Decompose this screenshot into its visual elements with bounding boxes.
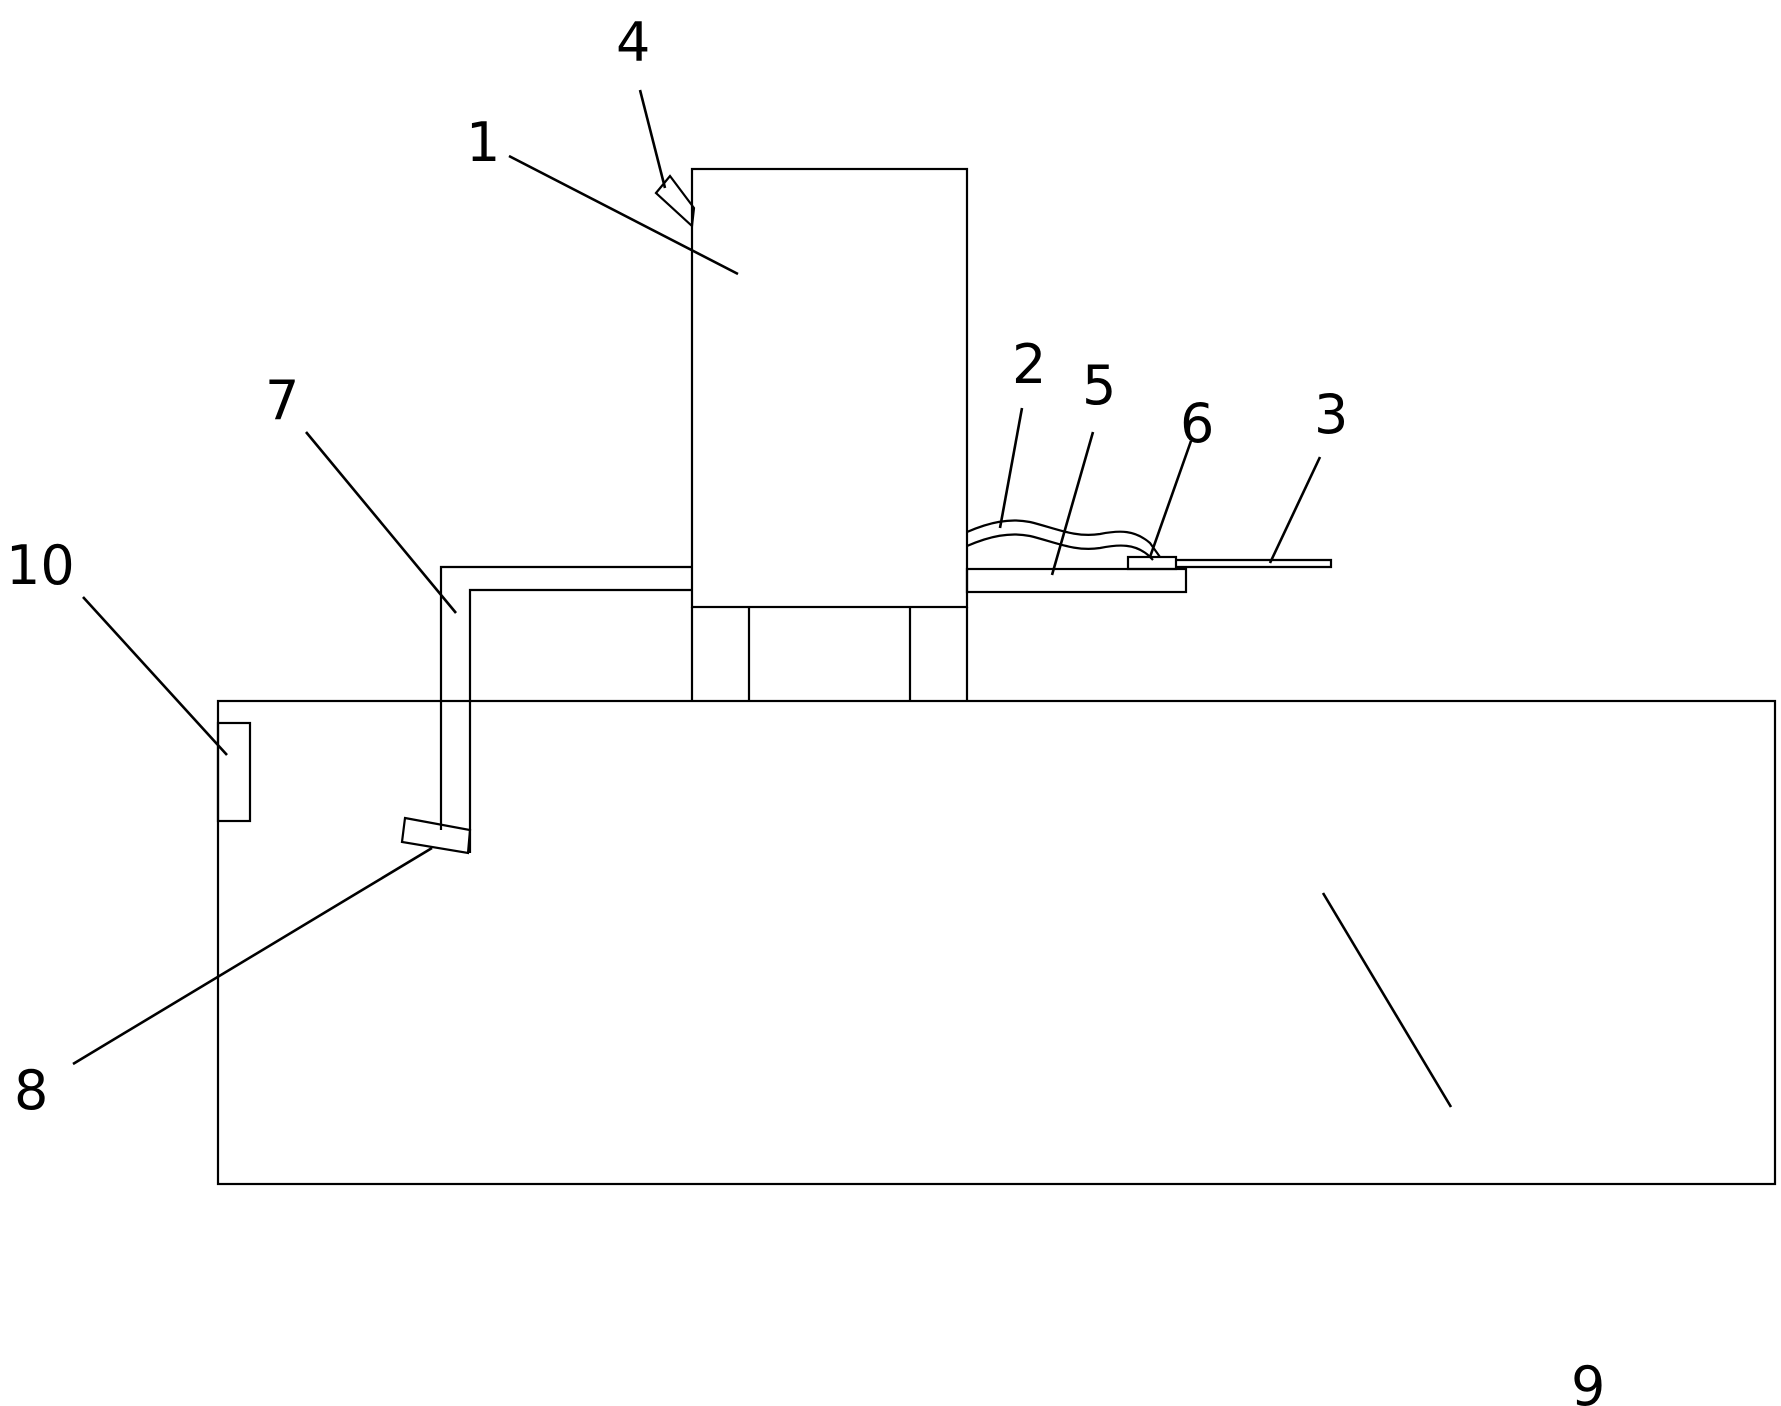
- part-1-upper-housing: [690, 167, 969, 609]
- label-7: 7: [265, 369, 299, 432]
- leader-10: [82, 596, 228, 756]
- label-2: 2: [1012, 333, 1046, 396]
- part-5-shelf: [965, 567, 1188, 594]
- leader-8: [72, 846, 433, 1066]
- leader-6: [1148, 440, 1193, 558]
- leader-2: [998, 407, 1024, 529]
- leader-4: [638, 89, 667, 189]
- leader-5: [1050, 431, 1095, 576]
- label-10: 10: [6, 534, 75, 597]
- label-9: 9: [1571, 1355, 1605, 1406]
- leader-1: [508, 154, 739, 276]
- label-3: 3: [1314, 383, 1348, 446]
- part-8-nozzle: [400, 816, 472, 855]
- leader-7: [304, 431, 458, 614]
- label-6: 6: [1180, 392, 1214, 455]
- leader-3: [1268, 456, 1322, 564]
- support-legs: [690, 607, 969, 701]
- label-1: 1: [466, 111, 500, 174]
- part-10-side-block: [216, 721, 252, 823]
- label-5: 5: [1082, 354, 1116, 417]
- leader-9: [1321, 892, 1453, 1108]
- label-8: 8: [14, 1059, 48, 1122]
- part-2-cable: [966, 519, 1161, 561]
- part-6-clamp: [1126, 555, 1178, 571]
- part-9-base-tank: [216, 699, 1777, 1186]
- part-4-fitting: [654, 174, 696, 229]
- part-7-pipe: [439, 565, 692, 853]
- label-4: 4: [616, 11, 650, 74]
- part-3-rod: [1176, 558, 1333, 569]
